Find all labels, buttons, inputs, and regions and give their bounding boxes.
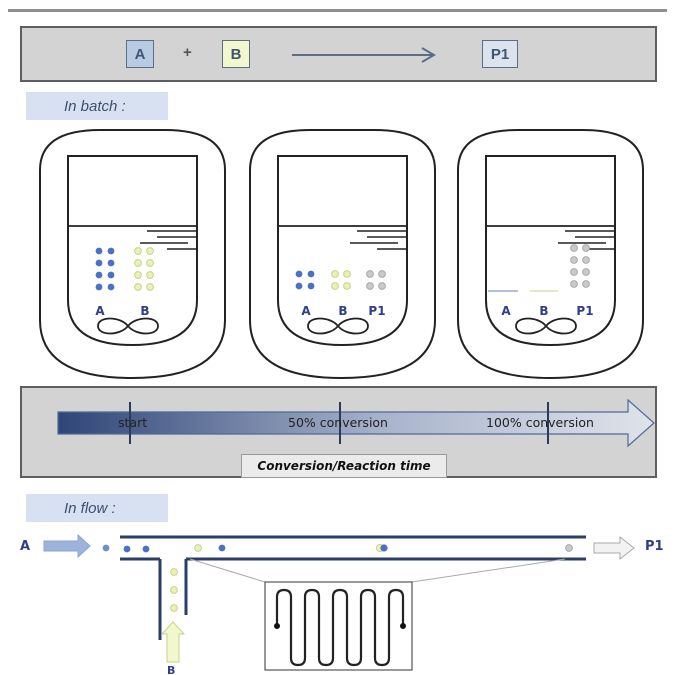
plus-sign: +	[183, 44, 192, 61]
reactor-3-label-a: A	[501, 304, 511, 318]
species-b-particles	[331, 270, 351, 290]
outlet-arrow	[593, 535, 635, 561]
reaction-arrow	[292, 47, 436, 63]
serpentine-inset	[264, 581, 413, 671]
flow-inlet-a-label: A	[20, 539, 31, 554]
conversion-timeline-panel: start 50% conversion 100% conversion Con…	[20, 386, 657, 478]
stage-50-label: 50% conversion	[288, 415, 388, 430]
batch-reactors: A B A B P1	[39, 129, 644, 380]
reactant-a-box: A	[126, 40, 154, 68]
axis-label-box: Conversion/Reaction time	[241, 454, 447, 478]
stirrer-icon	[515, 317, 577, 335]
flow-inlet-b-label: B	[167, 664, 176, 675]
product-particles	[570, 244, 590, 288]
stage-start-label: start	[118, 415, 148, 430]
top-rule	[8, 9, 667, 12]
reactor-full: A B P1	[457, 129, 644, 380]
product-particles	[366, 270, 386, 290]
reaction-equation-panel: A + B P1	[20, 26, 657, 82]
tube-particles	[123, 543, 573, 612]
inlet-a-arrow	[43, 533, 91, 559]
species-b-particles	[134, 247, 154, 291]
reactor-initial: A B	[39, 129, 226, 380]
stirrer-icon	[307, 317, 369, 335]
conversion-arrow	[57, 398, 655, 448]
reactor-2-label-a: A	[301, 304, 311, 318]
in-batch-label: In batch :	[26, 92, 168, 120]
inlet-a-particle	[102, 544, 110, 552]
stage-100-label: 100% conversion	[486, 415, 594, 430]
reactor-3-label-b: B	[539, 304, 548, 318]
axis-label: Conversion/Reaction time	[257, 459, 431, 473]
reactor-3-label-p1: P1	[576, 304, 593, 318]
in-flow-label: In flow :	[26, 494, 168, 522]
reactor-2-label-p1: P1	[368, 304, 385, 318]
product-p1-box: P1	[482, 40, 518, 68]
inlet-b-arrow	[160, 621, 186, 663]
stirrer-icon	[97, 317, 159, 335]
flow-outlet-label: P1	[645, 539, 664, 554]
reactant-b-box: B	[222, 40, 250, 68]
reactor-1-label-b: B	[140, 304, 149, 318]
species-a-particles	[95, 247, 115, 291]
reactor-2-label-b: B	[338, 304, 347, 318]
reactor-1-label-a: A	[95, 304, 105, 318]
species-a-particles	[295, 270, 315, 290]
reactor-half: A B P1	[249, 129, 436, 380]
